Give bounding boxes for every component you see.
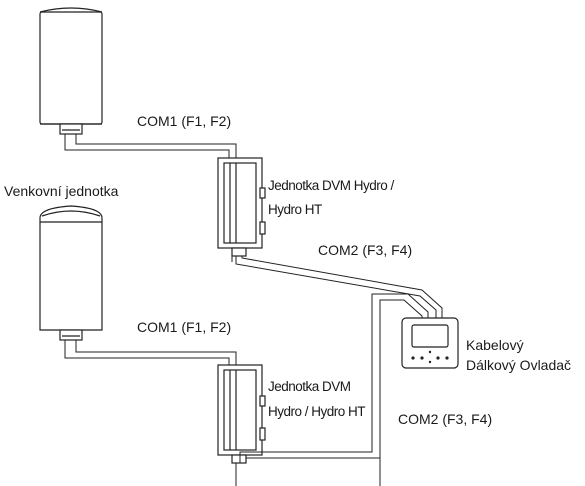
wired-remote-controller	[401, 317, 459, 369]
com2-label-bottom: COM2 (F3, F4)	[398, 411, 493, 427]
outdoor-unit-bottom	[39, 205, 103, 341]
com1-label-top: COM1 (F1, F2)	[137, 113, 232, 129]
hydro-unit-bottom-label-line1: Jednotka DVM	[268, 379, 351, 394]
hydro-unit-top	[217, 157, 266, 257]
controller-label-line1: Kabelový	[466, 337, 524, 353]
outdoor-unit-label: Venkovní jednotka	[4, 183, 119, 199]
outdoor-unit-top	[39, 7, 103, 135]
hydro-unit-bottom	[217, 364, 266, 464]
com2-label-top: COM2 (F3, F4)	[318, 242, 413, 258]
hydro-unit-top-label-line1: Jednotka DVM Hydro /	[268, 178, 394, 193]
hydro-unit-bottom-label-line2: Hydro / Hydro HT	[268, 404, 366, 419]
hydro-unit-top-label-line2: Hydro HT	[268, 202, 322, 217]
controller-label-line2: Dálkový Ovladač	[466, 357, 572, 373]
com1-label-bottom: COM1 (F1, F2)	[137, 319, 232, 335]
wiring	[64, 134, 443, 486]
